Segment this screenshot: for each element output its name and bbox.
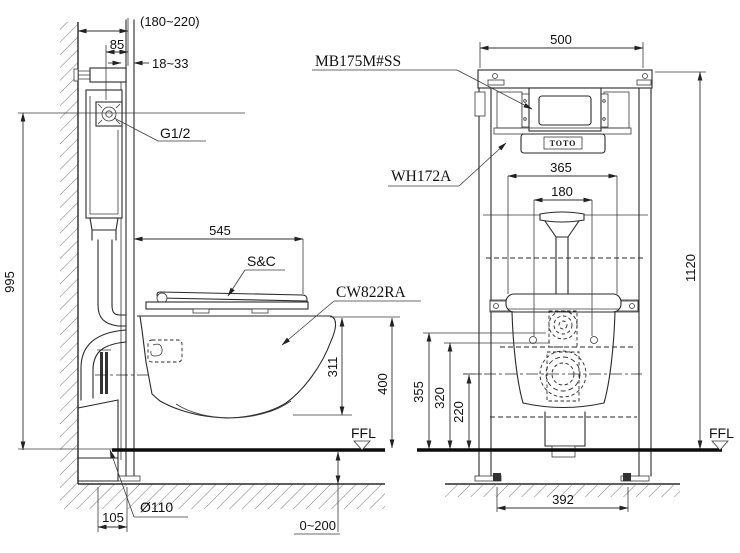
label-pan-model: CW822RA (336, 284, 407, 301)
dim-inlet-offset: 85 (110, 37, 124, 52)
ffl-label-right: FFL (709, 425, 734, 441)
label-frame-model: WH172A (391, 168, 452, 185)
label-flush-plate: MB175M#SS (315, 53, 401, 70)
label-inlet-thread: G1/2 (160, 125, 191, 141)
wall-panel (117, 19, 141, 482)
ffl-marker-icon-left (353, 440, 371, 451)
label-seat-cover: S&C (247, 253, 276, 269)
dim-inlet-height-front: 355 (411, 381, 426, 403)
side-view: FFL (180~220) 85 18~33 995 545 311 400 (2, 14, 421, 535)
dim-drain-setout: 105 (102, 510, 124, 525)
dim-floor-adjust: 0~200 (299, 518, 336, 533)
dim-frame-height: 1120 (683, 254, 698, 282)
side-dimensions: (180~220) 85 18~33 995 545 311 400 105 (2, 14, 400, 535)
label-drain-diameter: Ø110 (140, 499, 173, 515)
frame-legs (474, 473, 650, 482)
floor-hatch-right (445, 484, 680, 497)
dim-bowl-depth: 311 (325, 357, 340, 378)
dim-anchor-span: 392 (552, 492, 574, 507)
front-callouts: MB175M#SS WH172A (312, 53, 533, 187)
ffl-label-left: FFL (351, 425, 376, 441)
seat-cover-side (145, 291, 309, 314)
flush-plate-assembly (493, 87, 632, 135)
dim-bracket-span: 365 (550, 160, 572, 175)
side-callouts: G1/2 S&C CW822RA Ø110 (109, 117, 421, 518)
access-panel: TOTO (520, 133, 606, 154)
dim-bolt-span: 180 (551, 184, 573, 199)
brand-logo: TOTO (550, 139, 577, 148)
inlet-valve (95, 101, 123, 127)
dim-bolt-height: 320 (432, 387, 447, 409)
toilet-bowl-side (137, 315, 337, 419)
flush-pipe-front (539, 211, 585, 295)
dim-wall-offset: (180~220) (140, 14, 200, 29)
dim-frame-width: 500 (550, 32, 572, 47)
front-dimensions: 500 365 180 1120 355 320 220 392 (411, 32, 706, 512)
ffl-marker-icon-right (711, 440, 729, 451)
mounting-bracket (73, 67, 127, 83)
front-view: TOTO (312, 32, 734, 512)
dim-rim-height: 400 (375, 373, 390, 395)
dim-drain-height: 220 (451, 401, 466, 423)
toilet-front (463, 293, 642, 458)
dim-inlet-height: 995 (2, 271, 17, 293)
dim-panel-thickness: 18~33 (152, 56, 189, 71)
installation-frame (474, 69, 653, 477)
dim-seat-length: 545 (209, 223, 231, 238)
